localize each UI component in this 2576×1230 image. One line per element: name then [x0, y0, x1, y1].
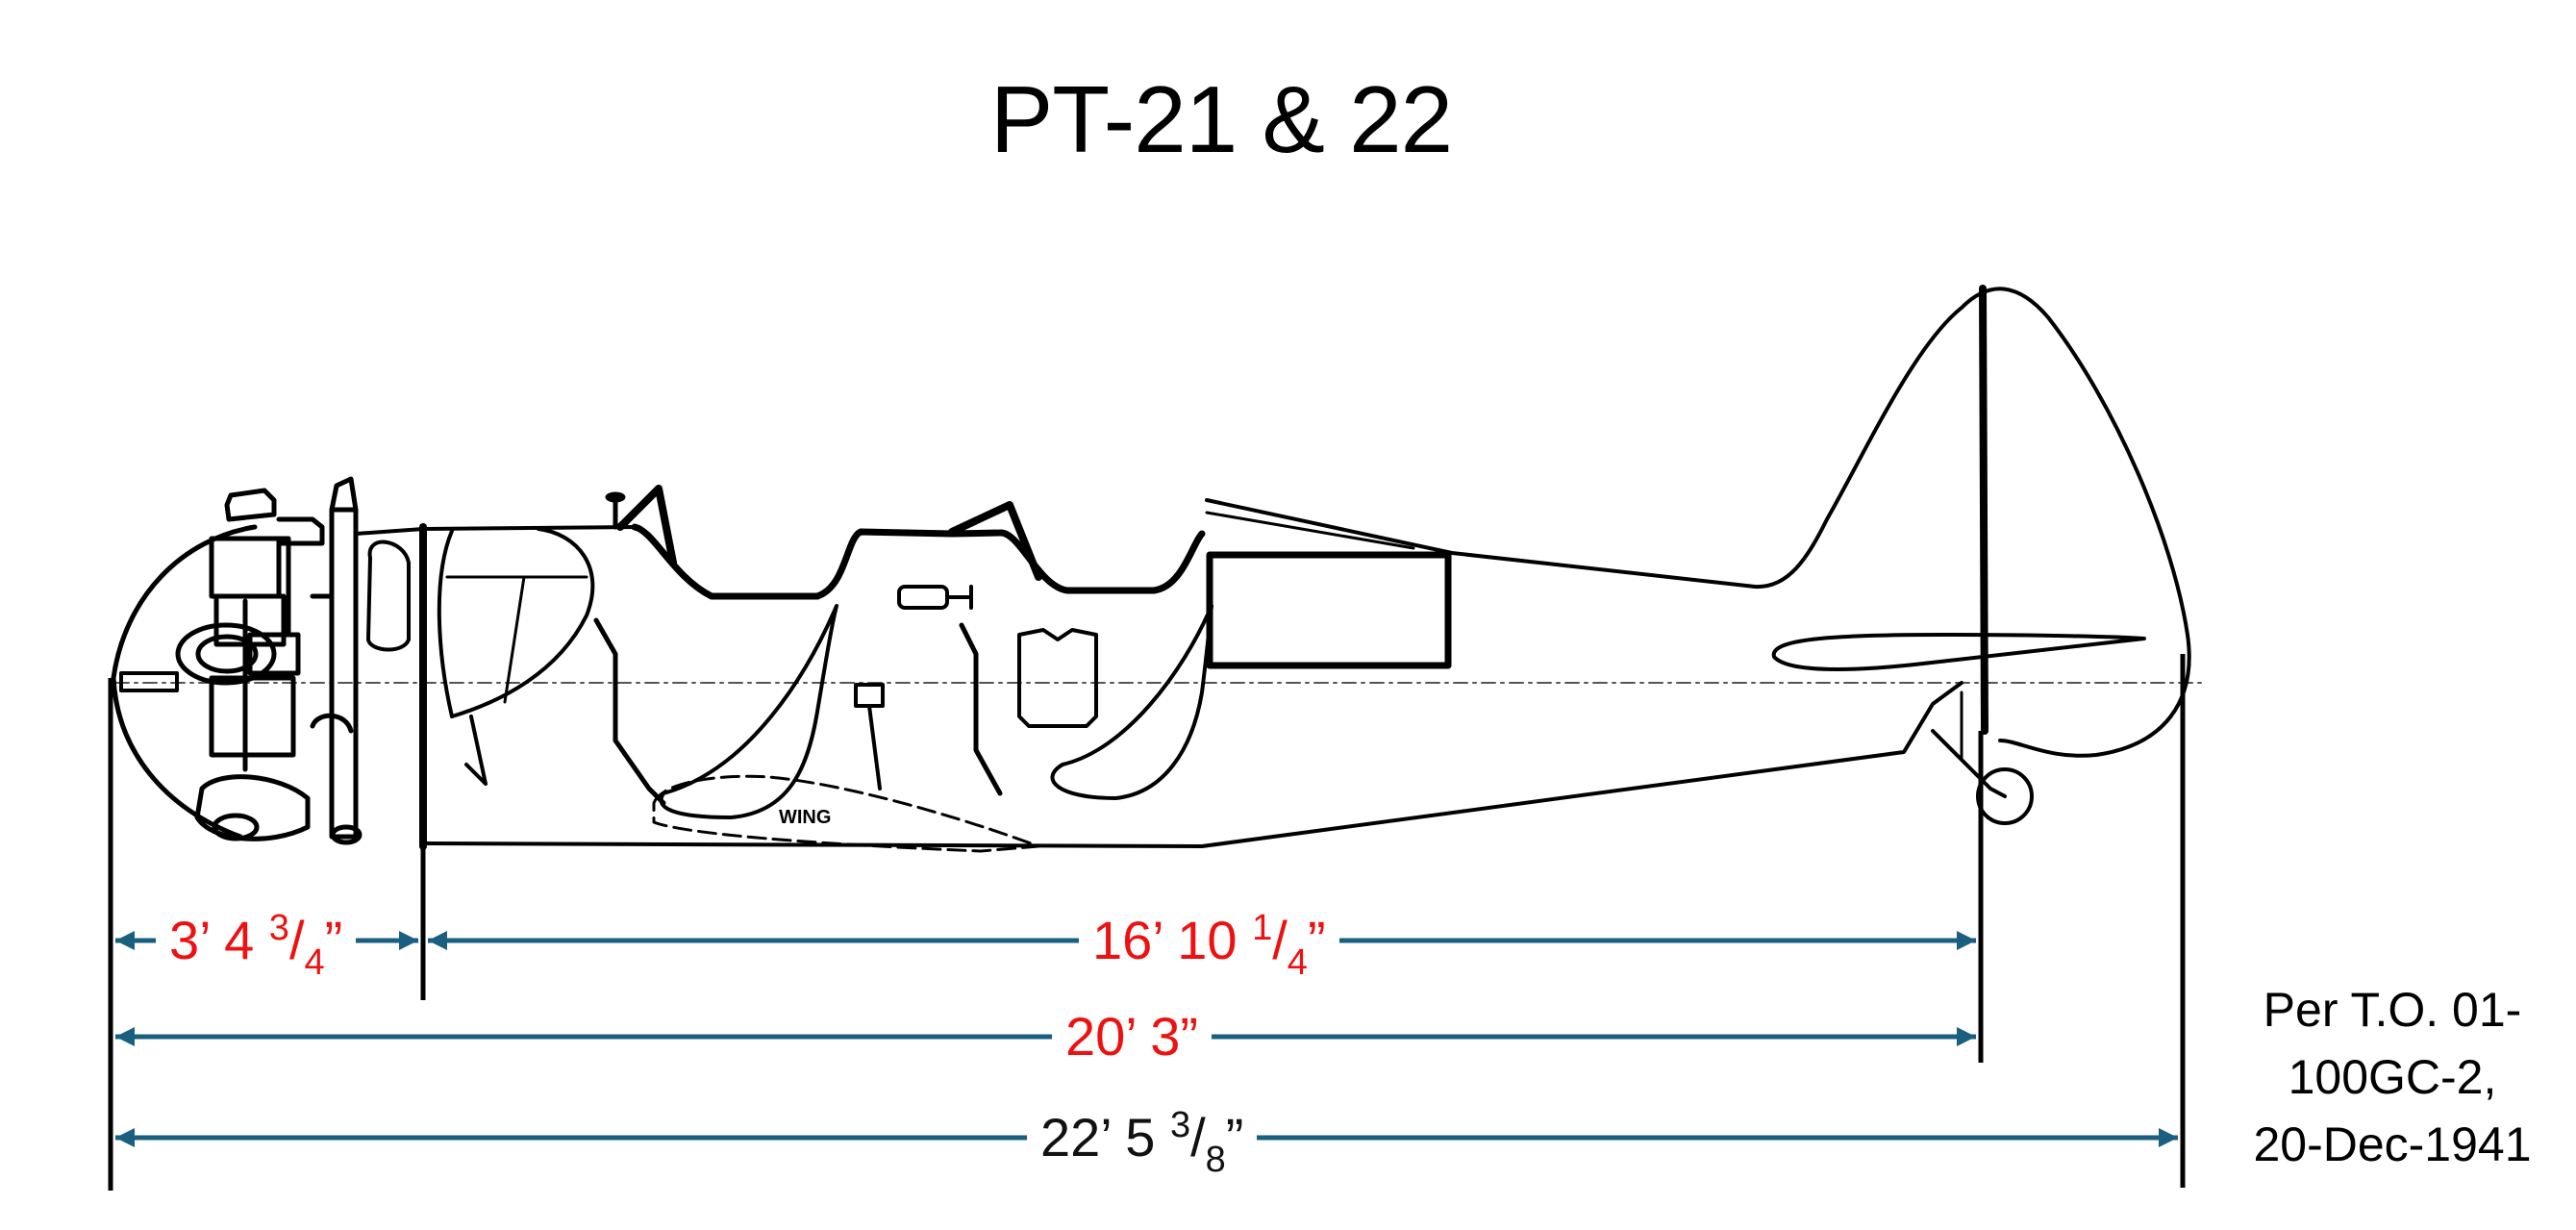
inches: 3 — [1150, 1006, 1181, 1067]
note-line-2: 100GC-2, — [2288, 1050, 2497, 1104]
rudder — [1960, 287, 2191, 758]
tail-wheel — [1976, 767, 2034, 825]
fraction-numerator: 3 — [268, 908, 289, 948]
reference-lines — [108, 654, 2186, 1191]
control-stick-mount — [854, 683, 885, 708]
dimension-label-engine: 3’ 4 3/4” — [156, 907, 357, 983]
inches: 10 — [1177, 910, 1238, 970]
source-note: Per T.O. 01- 100GC-2, 20-Dec-1941 — [2229, 976, 2556, 1178]
inch-mark: ” — [1307, 910, 1326, 970]
fuselage-bottom — [421, 681, 1963, 848]
diagram-title: PT-21 & 22 — [989, 66, 1453, 172]
dimension-label-fuselage: 16’ 10 1/4” — [1079, 907, 1339, 983]
fraction-numerator: 1 — [1252, 908, 1273, 948]
dimension-label-overall: 22’ 5 3/8” — [1027, 1104, 1258, 1180]
inches: 5 — [1125, 1107, 1156, 1167]
inches: 4 — [224, 910, 255, 970]
rear-seat — [1050, 604, 1213, 800]
fraction-numerator: 3 — [1169, 1105, 1191, 1145]
feet: 20’ — [1065, 1006, 1137, 1067]
rear-windshield — [948, 501, 1042, 581]
horizontal-stabilizer — [1771, 633, 2146, 671]
fraction-denominator: 4 — [1287, 942, 1308, 983]
feet: 3’ — [169, 910, 211, 970]
wing-outline — [652, 774, 1040, 853]
wing-label: WING — [779, 807, 831, 828]
fraction-denominator: 8 — [1205, 1140, 1226, 1180]
engine — [175, 476, 363, 845]
inch-mark: ” — [1180, 1006, 1199, 1067]
note-line-1: Per T.O. 01- — [2263, 983, 2522, 1037]
front-cockpit-rim — [631, 523, 956, 600]
baggage-door — [1206, 551, 1452, 669]
note-line-3: 20-Dec-1941 — [2253, 1117, 2532, 1171]
front-seat-back — [437, 527, 595, 718]
oil-tank — [366, 540, 411, 652]
feet: 22’ — [1040, 1107, 1112, 1167]
dimension-label-nose-to-post: 20’ 3” — [1052, 1003, 1213, 1070]
rudder-post — [1979, 285, 1988, 735]
feet: 16’ — [1092, 910, 1163, 970]
fraction-denominator: 4 — [304, 942, 325, 983]
inch-mark: ” — [324, 910, 343, 970]
propeller-shaft — [119, 671, 179, 692]
front-windshield — [616, 485, 677, 566]
map-case — [1017, 628, 1098, 728]
front-seat — [659, 604, 838, 819]
inch-mark: ” — [1225, 1107, 1244, 1167]
nose-cowl — [111, 524, 258, 840]
turtle-deck — [1205, 306, 1963, 590]
rear-cockpit-rim — [948, 529, 1206, 594]
fire-extinguisher — [897, 585, 949, 610]
